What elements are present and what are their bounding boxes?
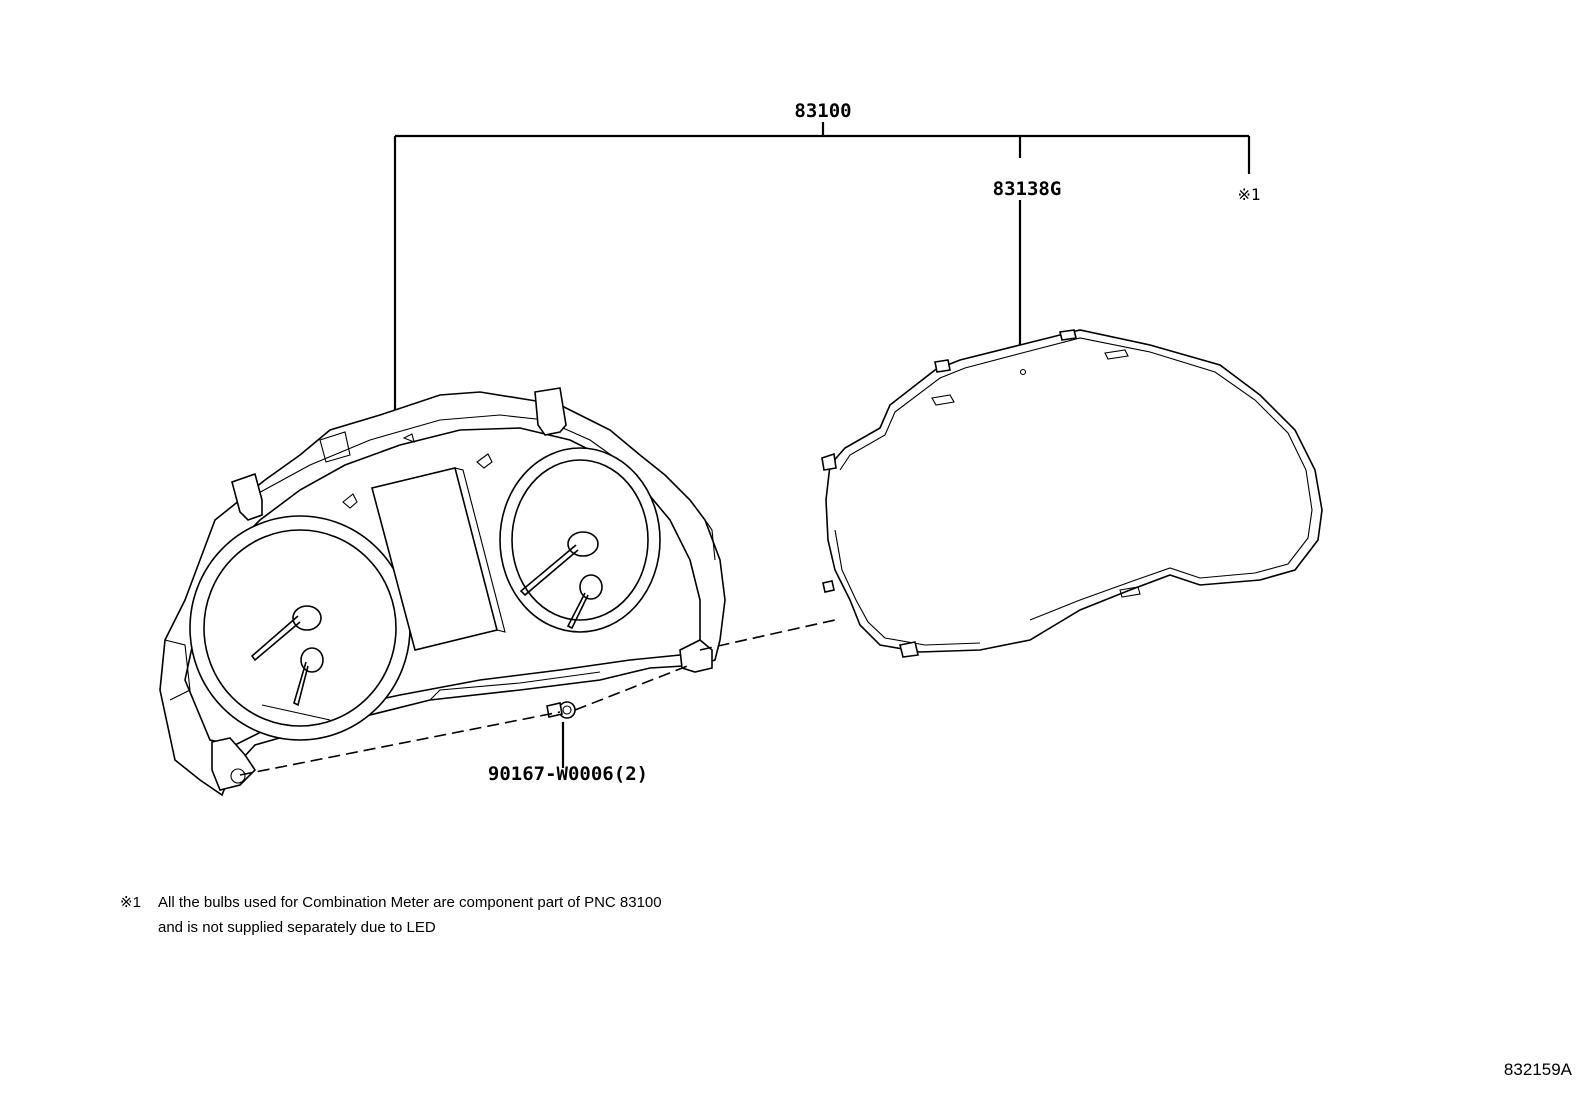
callout-note-ref: ※1 [1237,185,1260,204]
leader-lines [393,122,1251,768]
callout-83100[interactable]: 83100 [794,100,851,122]
screw-drawing [546,701,576,719]
footnote-line-2: and is not supplied separately due to LE… [158,919,436,936]
footnote-line-1: All the bulbs used for Combination Meter… [158,894,662,911]
callout-screw[interactable]: 90167-W0006(2) [488,763,648,785]
assembly-dashed-lines [239,619,836,776]
footnote: ※1 All the bulbs used for Combination Me… [120,894,662,936]
combination-meter-drawing [159,387,726,797]
callout-83138g[interactable]: 83138G [993,178,1062,200]
footnote-marker: ※1 [120,894,141,911]
meter-glass-drawing [821,329,1323,658]
figure-code: 832159A [1504,1060,1573,1079]
